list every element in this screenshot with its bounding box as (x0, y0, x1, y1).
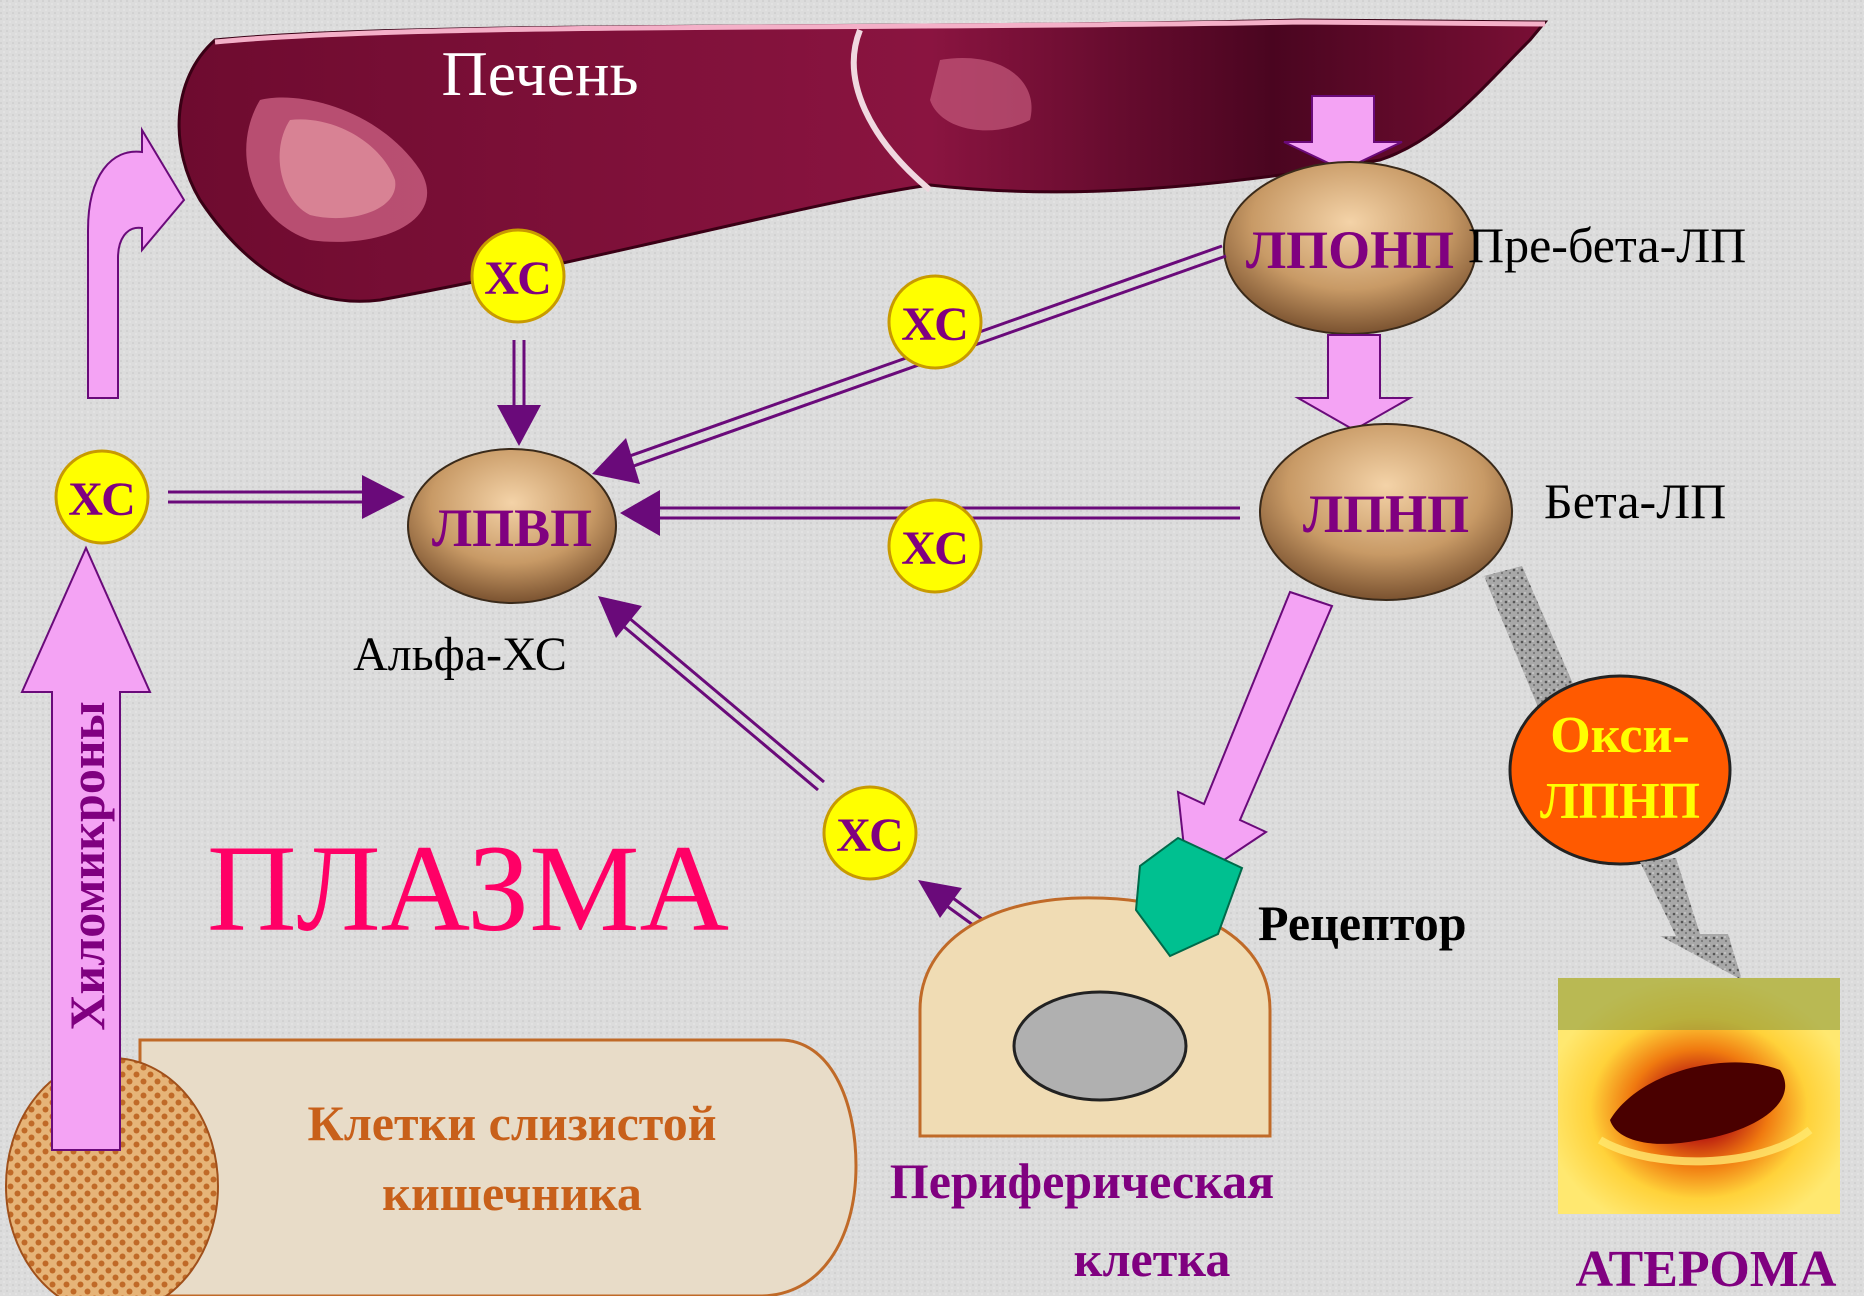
oxi-line2: ЛПНП (1540, 773, 1700, 830)
xc-left: ХС (56, 451, 148, 543)
oxi-ldl-node (1510, 676, 1730, 864)
intestine-line1: Клетки слизистой (307, 1095, 716, 1151)
peripheral-line1: Периферическая (890, 1153, 1274, 1209)
beta-label: Бета-ЛП (1544, 473, 1726, 529)
xc-upper-right-label: ХС (901, 298, 969, 351)
peripheral-line2: клетка (1074, 1231, 1231, 1287)
pre-beta-label: Пре-бета-ЛП (1468, 217, 1746, 273)
chylomicrons-label: Хиломикроны (59, 701, 115, 1030)
oxi-line1: Окси- (1550, 707, 1689, 764)
intestine-line2: кишечника (382, 1165, 642, 1221)
xc-middle-label: ХС (901, 522, 969, 575)
alpha-label: Альфа-ХС (353, 628, 567, 681)
vldl-label: ЛПОНП (1246, 220, 1454, 280)
atheroma-label: АТЕРОМА (1576, 1241, 1837, 1296)
atheroma-image (1558, 978, 1840, 1214)
hdl-label: ЛПВП (432, 498, 592, 558)
xc-top: ХС (472, 230, 564, 322)
receptor-label: Рецептор (1258, 895, 1467, 951)
xc-middle: ХС (889, 500, 981, 592)
plasma-label: ПЛАЗМА (207, 820, 729, 957)
liver-label: Печень (441, 38, 638, 109)
nucleus-shape (1014, 992, 1186, 1100)
xc-upper-right: ХС (889, 276, 981, 368)
xc-left-label: ХС (68, 473, 136, 526)
ldl-label: ЛПНП (1303, 484, 1469, 544)
xc-bottom: ХС (824, 787, 916, 879)
xc-bottom-label: ХС (836, 809, 904, 862)
xc-top-label: ХС (484, 252, 552, 305)
